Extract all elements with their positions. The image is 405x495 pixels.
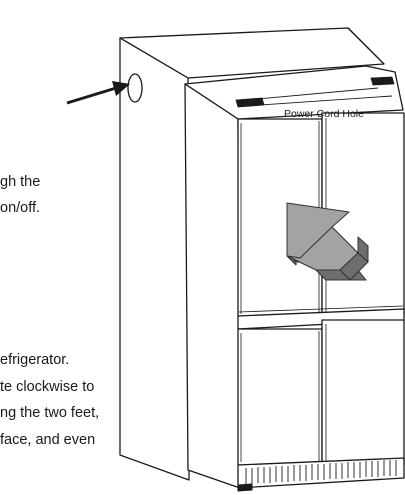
cabinet (119, 27, 385, 481)
lower-left-door (237, 328, 323, 466)
text-fragment: on/off. (0, 200, 41, 216)
push-direction-arrow (286, 202, 369, 281)
base-grille (237, 457, 405, 489)
left-foot (237, 483, 253, 492)
right-hinge (370, 76, 395, 86)
left-hinge (235, 97, 265, 108)
lower-right-door (321, 319, 405, 466)
power-cord-hole-label: Power Cord Hole (284, 108, 364, 120)
callout-arrow (66, 81, 130, 105)
refrigerator (184, 65, 405, 492)
fridge-side (184, 83, 241, 489)
text-fragment: efrigerator. (0, 352, 70, 368)
power-cord-hole (127, 73, 143, 103)
cabinet-side-panel (119, 37, 190, 481)
text-fragment: te clockwise to (0, 379, 95, 395)
text-fragment: face, and even (0, 432, 96, 448)
text-fragment: ng the two feet, (0, 405, 100, 421)
text-fragment: gh the (0, 174, 41, 190)
